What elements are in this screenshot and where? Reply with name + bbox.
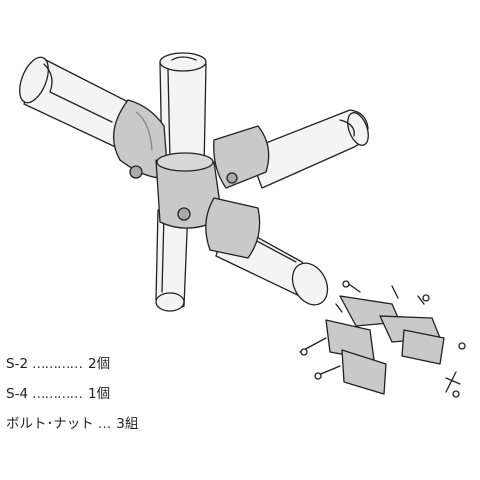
- part-name: S-4: [6, 386, 29, 402]
- part-dots: …………: [32, 356, 83, 372]
- part-name: S-2: [6, 356, 29, 372]
- part-name: ボルト･ナット: [6, 416, 94, 432]
- joint-back-right: [213, 125, 270, 189]
- part-qty: 1個: [88, 386, 111, 402]
- part-qty: 3組: [116, 416, 139, 432]
- joint-front: [205, 197, 261, 259]
- exploded-parts: [299, 280, 466, 398]
- vertical-upper-pipe: [159, 52, 207, 171]
- part-dots: …………: [32, 386, 83, 402]
- part-qty: 2個: [88, 356, 111, 372]
- joint-left: [113, 99, 169, 179]
- part-row-s4: S-4………… 1個: [6, 382, 110, 402]
- vertical-lower-pipe: [155, 207, 189, 312]
- upper-left-pipe: [19, 56, 141, 151]
- part-row-bolt-nut: ボルト･ナット… 3組: [6, 412, 138, 432]
- back-right-pipe: [247, 109, 369, 189]
- part-dots: …: [97, 416, 111, 432]
- part-row-s2: S-2………… 2個: [6, 352, 110, 372]
